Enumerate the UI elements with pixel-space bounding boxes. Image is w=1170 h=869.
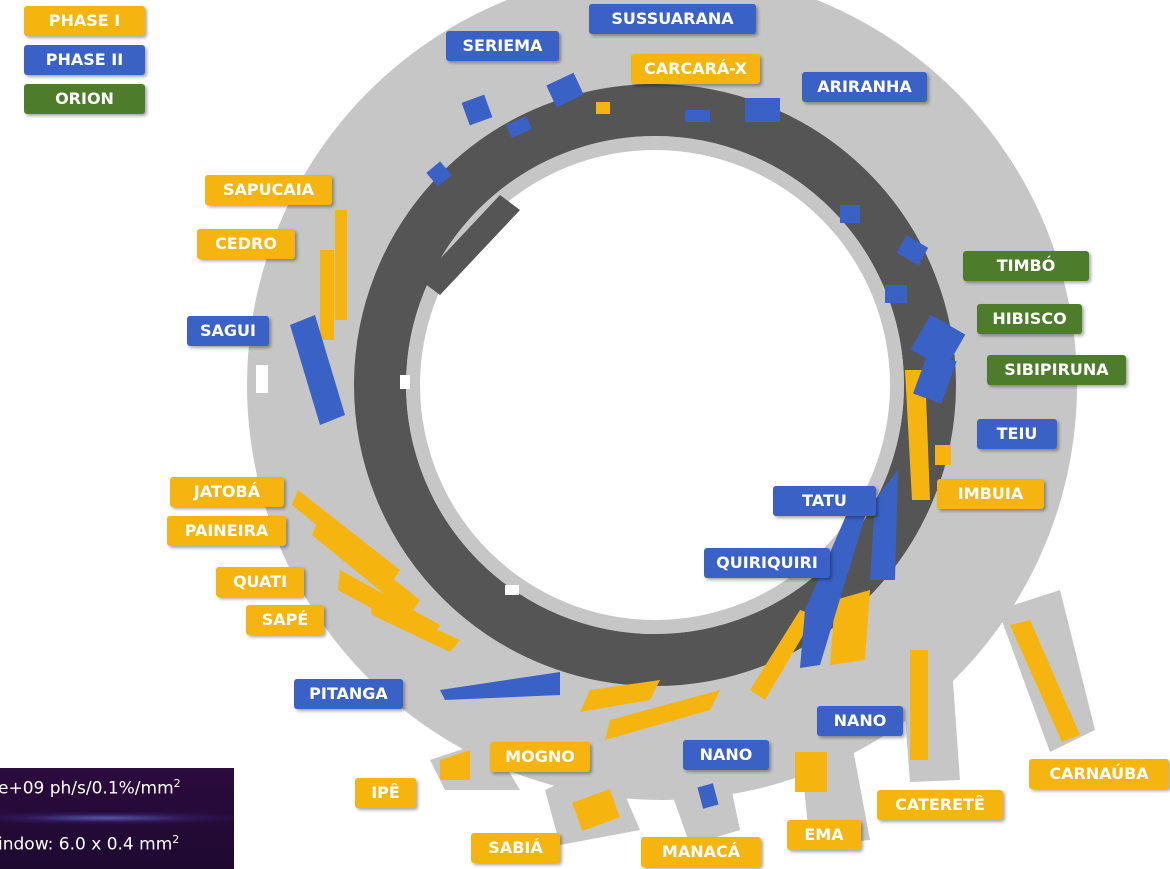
label-sagui: SAGUI bbox=[187, 316, 269, 346]
window-size-text: indow: 6.0 x 0.4 mm bbox=[0, 834, 173, 855]
ring-center bbox=[420, 150, 890, 620]
label-quiriquiri: QUIRIQUIRI bbox=[704, 548, 830, 578]
label-ema: EMA bbox=[787, 820, 861, 850]
label-caterete: CATERETÊ bbox=[877, 790, 1003, 820]
label-seriema: SERIEMA bbox=[446, 31, 559, 61]
label-teiu: TEIU bbox=[977, 419, 1057, 449]
legend-phase-1: PHASE I bbox=[24, 6, 145, 36]
floor-markers bbox=[256, 172, 853, 602]
label-sabia: SABIÁ bbox=[471, 833, 560, 863]
phase2-hutches bbox=[290, 72, 966, 809]
window-caption: indow: 6.0 x 0.4 mm2 bbox=[0, 833, 179, 855]
label-ipe: IPÊ bbox=[355, 778, 416, 808]
label-imbuia: IMBUIA bbox=[937, 479, 1044, 509]
beam-profile-band bbox=[0, 812, 234, 824]
label-ariranha: ARIRANHA bbox=[802, 72, 927, 102]
label-paineira: PAINEIRA bbox=[167, 516, 286, 546]
label-carnauba: CARNAÚBA bbox=[1029, 759, 1169, 789]
phase1-hutches bbox=[292, 102, 1080, 831]
label-nano-right: NANO bbox=[817, 706, 903, 736]
label-sapucaia: SAPUCAIA bbox=[205, 175, 332, 205]
label-timbo: TIMBÓ bbox=[963, 251, 1089, 281]
flux-density-text: e+09 ph/s/0.1%/mm bbox=[0, 778, 174, 799]
flux-density-caption: e+09 ph/s/0.1%/mm2 bbox=[0, 777, 181, 799]
label-tatu: TATU bbox=[773, 486, 876, 516]
label-carcara-x: CARCARÁ-X bbox=[631, 54, 760, 84]
label-quati: QUATI bbox=[216, 567, 304, 597]
label-sape: SAPÉ bbox=[246, 605, 324, 635]
label-pitanga: PITANGA bbox=[294, 679, 403, 709]
legend-orion: ORION bbox=[24, 84, 145, 114]
label-sibipiruna: SIBIPIRUNA bbox=[987, 355, 1126, 385]
window-size-exponent: 2 bbox=[172, 833, 180, 846]
label-jatoba: JATOBÁ bbox=[170, 477, 284, 507]
label-manaca: MANACÁ bbox=[641, 837, 761, 867]
label-cedro: CEDRO bbox=[197, 229, 295, 259]
label-hibisco: HIBISCO bbox=[977, 304, 1082, 334]
label-sussuarana: SUSSUARANA bbox=[589, 4, 756, 34]
flux-map-inset: e+09 ph/s/0.1%/mm2 indow: 6.0 x 0.4 mm2 bbox=[0, 768, 234, 869]
booster-transfer-line bbox=[420, 195, 520, 295]
flux-density-exponent: 2 bbox=[173, 777, 181, 790]
label-nano-left: NANO bbox=[683, 740, 769, 770]
label-mogno: MOGNO bbox=[490, 742, 590, 772]
legend-phase-2: PHASE II bbox=[24, 45, 145, 75]
